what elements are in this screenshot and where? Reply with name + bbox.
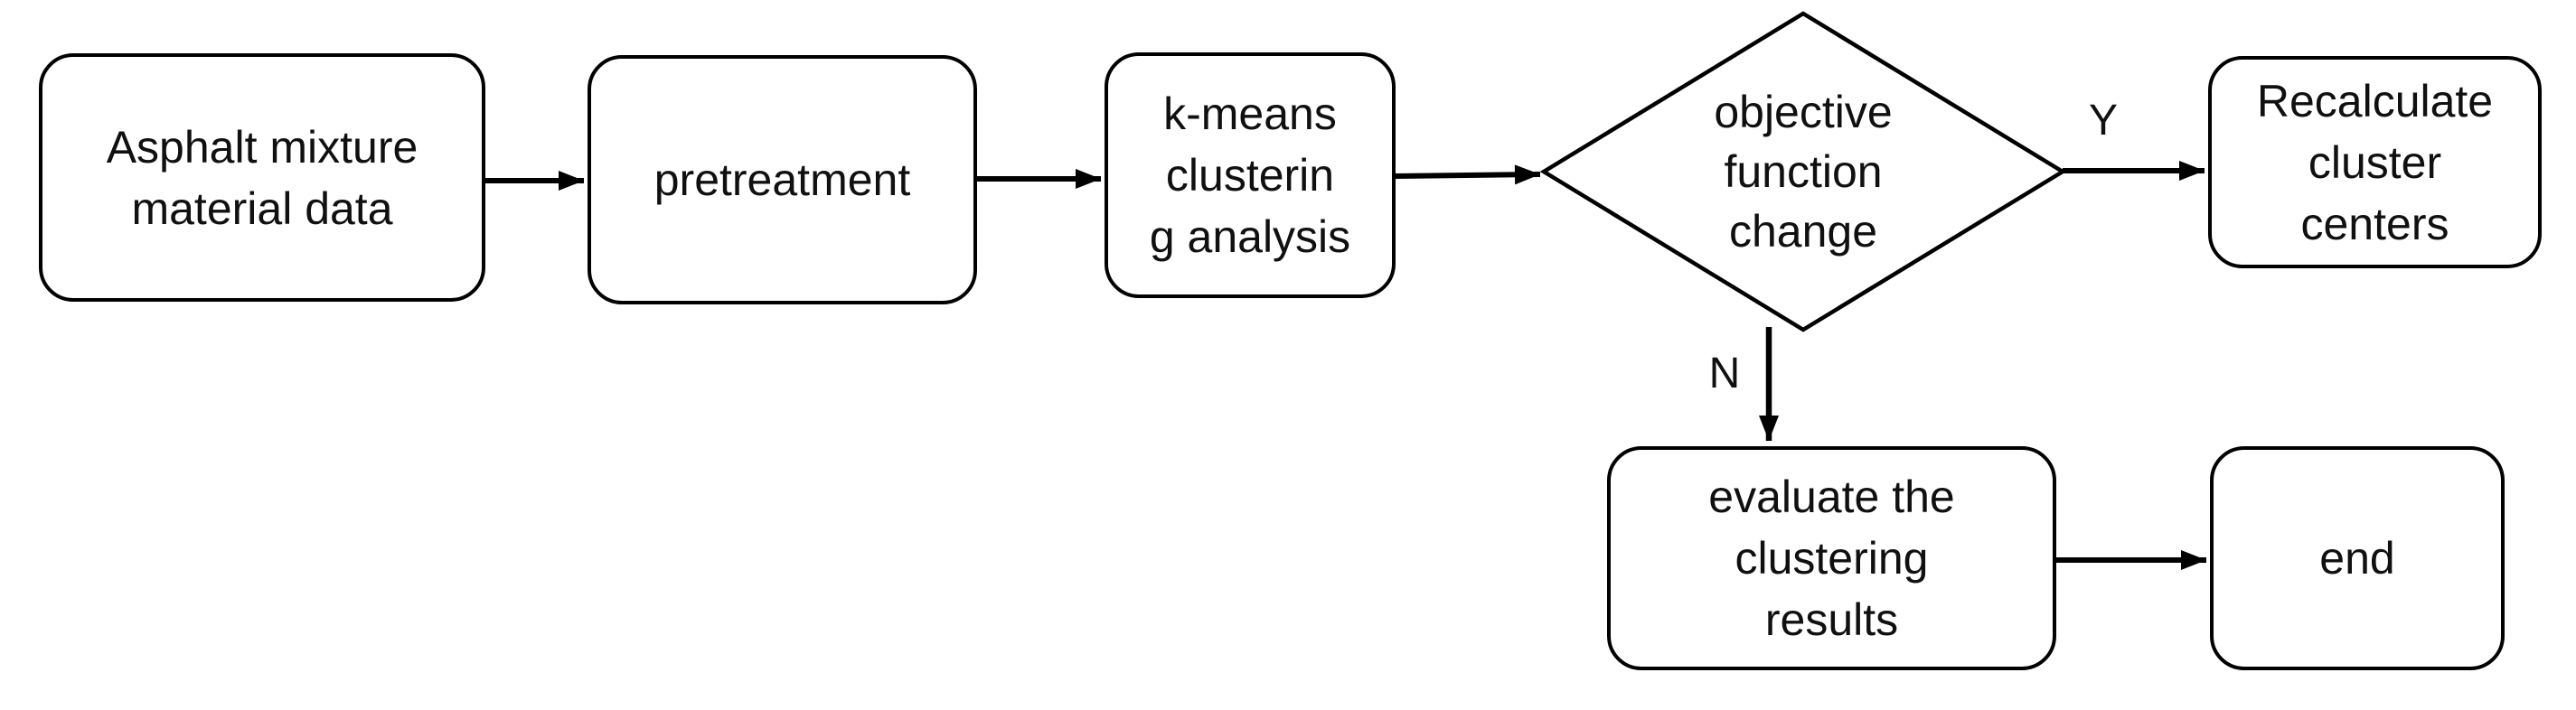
edge-label-no: N	[1708, 350, 1741, 397]
node-decision-objective-function-change: objective function change	[1645, 70, 1961, 273]
node-evaluate-clustering-results: evaluate the clustering results	[1607, 446, 2056, 670]
edge-label-yes: Y	[2088, 97, 2119, 145]
node-recalculate-label: Recalculate cluster centers	[2256, 75, 2494, 249]
node-asphalt-label: Asphalt mixture material data	[106, 121, 418, 234]
node-evaluate-label: evaluate the clustering results	[1708, 472, 1955, 645]
decision-diamond-shape	[1539, 11, 2067, 332]
node-end: end	[2210, 446, 2505, 670]
node-kmeans-clustering-analysis: k-means clusterin g analysis	[1105, 52, 1396, 298]
node-recalculate-cluster-centers: Recalculate cluster centers	[2208, 56, 2542, 268]
node-pretreatment-label: pretreatment	[653, 154, 911, 205]
node-asphalt-mixture-material-data: Asphalt mixture material data	[39, 53, 485, 302]
edge-kmeans-to-decision	[1395, 164, 1541, 185]
node-pretreatment: pretreatment	[588, 55, 977, 304]
node-kmeans-label: k-means clusterin g analysis	[1149, 89, 1351, 262]
node-end-label: end	[2319, 533, 2395, 584]
node-decision-label: objective function change	[1714, 87, 1893, 257]
